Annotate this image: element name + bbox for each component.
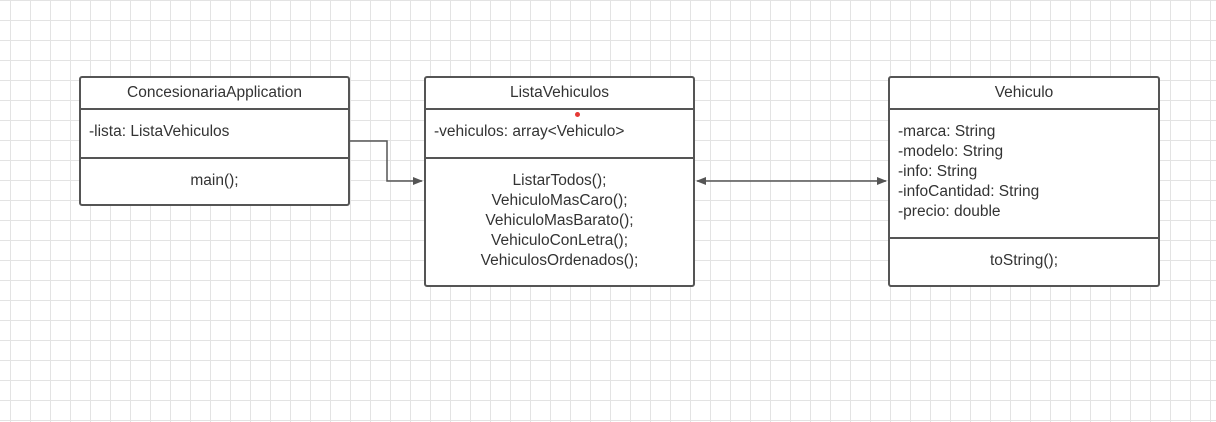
attributes-section: -marca: String -modelo: String -info: St… bbox=[890, 110, 1158, 239]
attribute: -precio: double bbox=[898, 203, 1001, 220]
methods-section: main(); bbox=[81, 159, 348, 191]
method: VehiculoConLetra(); bbox=[491, 232, 628, 249]
method: toString(); bbox=[989, 252, 1059, 269]
method: VehiculosOrdenados(); bbox=[480, 252, 639, 269]
class-vehiculo[interactable]: Vehiculo -marca: String -modelo: String … bbox=[888, 76, 1160, 287]
method: VehiculoMasBarato(); bbox=[485, 212, 634, 229]
attributes-section: -lista: ListaVehiculos bbox=[81, 110, 348, 159]
class-lista-vehiculos[interactable]: ListaVehiculos -vehiculos: array<Vehicul… bbox=[424, 76, 695, 287]
class-name: Vehiculo bbox=[890, 78, 1158, 110]
selection-dot bbox=[575, 112, 580, 117]
attribute: -infoCantidad: String bbox=[898, 183, 1040, 200]
class-concesionaria-application[interactable]: ConcesionariaApplication -lista: ListaVe… bbox=[79, 76, 350, 206]
method: ListarTodos(); bbox=[512, 172, 607, 189]
class-name: ListaVehiculos bbox=[426, 78, 693, 110]
attributes-section: -vehiculos: array<Vehiculo> bbox=[426, 110, 693, 159]
method: main(); bbox=[190, 172, 239, 189]
attribute: -vehiculos: array<Vehiculo> bbox=[434, 123, 625, 140]
connector-app-to-lista[interactable] bbox=[349, 140, 423, 185]
attribute: -modelo: String bbox=[898, 143, 1004, 160]
methods-section: toString(); bbox=[890, 239, 1158, 271]
attribute: -info: String bbox=[898, 163, 978, 180]
method: VehiculoMasCaro(); bbox=[491, 192, 628, 209]
attribute: -marca: String bbox=[898, 123, 996, 140]
class-name: ConcesionariaApplication bbox=[81, 78, 348, 110]
methods-section: ListarTodos(); VehiculoMasCaro(); Vehicu… bbox=[426, 159, 693, 271]
attribute: -lista: ListaVehiculos bbox=[89, 123, 230, 140]
